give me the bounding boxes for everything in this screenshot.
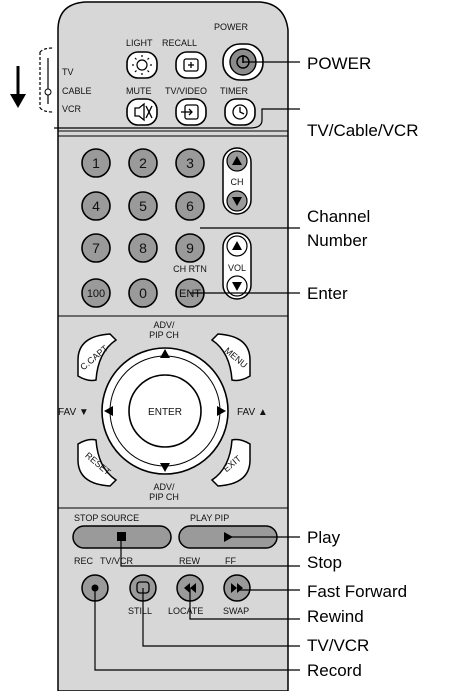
input-icon <box>181 104 199 120</box>
digit-button-8[interactable]: 8 <box>128 233 158 263</box>
ff-label: FF <box>225 556 236 566</box>
enter-label: ENTER <box>148 407 182 418</box>
volume-rocker[interactable]: VOL <box>222 232 252 300</box>
mode-switch-bracket <box>39 47 54 113</box>
recall-icon <box>183 58 199 72</box>
enter-button[interactable]: ENTER <box>128 374 202 448</box>
fav-right-label: FAV ▲ <box>237 407 268 418</box>
arrow-down-icon <box>232 197 242 206</box>
tvvideo-button[interactable] <box>175 98 207 126</box>
callout-channel-1: Channel <box>307 207 370 226</box>
play-pip-label: PLAY PIP <box>190 513 229 523</box>
stop-source-label: STOP SOURCE <box>74 513 139 523</box>
ch-label: CH <box>231 177 244 187</box>
arrow-up-icon <box>232 156 242 165</box>
nav-down-icon <box>160 463 170 472</box>
locate-label: LOCATE <box>168 606 203 616</box>
tvvideo-label: TV/VIDEO <box>165 86 207 96</box>
callout-play: Play <box>307 528 341 547</box>
digit-button-9[interactable]: 9 <box>175 233 205 263</box>
callout-rewind: Rewind <box>307 607 364 626</box>
rec-label: REC <box>74 556 94 566</box>
digit-label: 3 <box>186 155 194 171</box>
digit-button-5[interactable]: 5 <box>128 191 158 221</box>
digit-label: 100 <box>87 288 105 300</box>
callout-enter: Enter <box>307 284 348 303</box>
rew-label: REW <box>179 556 201 566</box>
nav-left-icon <box>104 406 113 416</box>
exit-button[interactable]: EXIT <box>210 438 251 487</box>
timer-button[interactable] <box>224 98 256 126</box>
fast-forward-button[interactable] <box>223 574 251 602</box>
stop-icon <box>117 532 126 541</box>
callout-channel-2: Number <box>307 231 368 250</box>
clock-icon <box>232 104 248 120</box>
swap-label: SWAP <box>223 606 249 616</box>
digit-label: 8 <box>139 240 147 256</box>
tvvcr-label: TV/VCR <box>100 556 134 566</box>
light-label: LIGHT <box>126 38 153 48</box>
digit-button-4[interactable]: 4 <box>81 191 111 221</box>
power-label: POWER <box>214 22 249 32</box>
digit-label: 6 <box>186 198 194 214</box>
digit-button-7[interactable]: 7 <box>81 233 111 263</box>
mute-icon <box>134 102 153 122</box>
mode-cable-label: CABLE <box>62 86 92 96</box>
mute-label: MUTE <box>126 86 152 96</box>
channel-rocker[interactable]: CH <box>222 147 252 215</box>
adv-bottom-label-1: ADV/ <box>153 482 175 492</box>
arrow-up-icon <box>232 241 242 250</box>
digit-button-0[interactable]: 0 <box>128 278 158 308</box>
digit-label: 1 <box>92 155 100 171</box>
ent-label: ENT <box>179 288 201 300</box>
digit-button-100[interactable]: 100 <box>81 278 111 308</box>
fast-forward-icon <box>231 583 243 593</box>
callout-tv-cable-vcr: TV/Cable/VCR <box>307 121 418 140</box>
menu-button[interactable]: MENU <box>210 333 251 382</box>
adv-bottom-label-2: PIP CH <box>149 492 179 502</box>
digit-label: 9 <box>186 240 194 256</box>
vol-label: VOL <box>228 263 246 273</box>
digit-label: 7 <box>92 240 100 256</box>
rewind-icon <box>184 583 196 593</box>
digit-button-3[interactable]: 3 <box>175 148 205 178</box>
down-arrow-icon <box>10 66 26 108</box>
adv-top-label-1: ADV/ <box>153 320 175 330</box>
play-icon <box>224 532 233 542</box>
ch-rtn-label: CH RTN <box>173 264 207 274</box>
callout-stop: Stop <box>307 553 342 572</box>
timer-label: TIMER <box>220 86 248 96</box>
mute-button[interactable] <box>126 98 158 126</box>
reset-button[interactable]: RESET <box>77 438 118 487</box>
digit-label: 4 <box>92 198 100 214</box>
callout-record: Record <box>307 661 362 680</box>
callout-lines <box>54 61 300 671</box>
digit-label: 2 <box>139 155 147 171</box>
mode-vcr-label: VCR <box>62 104 82 114</box>
mode-tv-label: TV <box>62 67 74 77</box>
callout-fast-forward: Fast Forward <box>307 582 407 601</box>
recall-button[interactable] <box>175 51 207 79</box>
light-button[interactable] <box>126 51 158 79</box>
callout-power: POWER <box>307 54 371 73</box>
digit-button-1[interactable]: 1 <box>81 148 111 178</box>
stop-button[interactable] <box>72 525 172 549</box>
callout-tv-vcr: TV/VCR <box>307 636 369 655</box>
mode-switch-knob[interactable] <box>44 88 52 96</box>
arrow-down-icon <box>232 282 242 291</box>
digit-label: 5 <box>139 198 147 214</box>
recall-label: RECALL <box>162 38 197 48</box>
c-capt-button[interactable]: C.CAPT <box>77 333 118 382</box>
digit-button-6[interactable]: 6 <box>175 191 205 221</box>
digit-button-2[interactable]: 2 <box>128 148 158 178</box>
nav-up-icon <box>160 349 170 358</box>
light-icon <box>132 55 152 75</box>
fav-left-label: FAV ▼ <box>58 407 89 418</box>
nav-right-icon <box>217 406 226 416</box>
adv-top-label-2: PIP CH <box>149 330 179 340</box>
still-label: STILL <box>128 606 152 616</box>
digit-label: 0 <box>139 285 147 301</box>
